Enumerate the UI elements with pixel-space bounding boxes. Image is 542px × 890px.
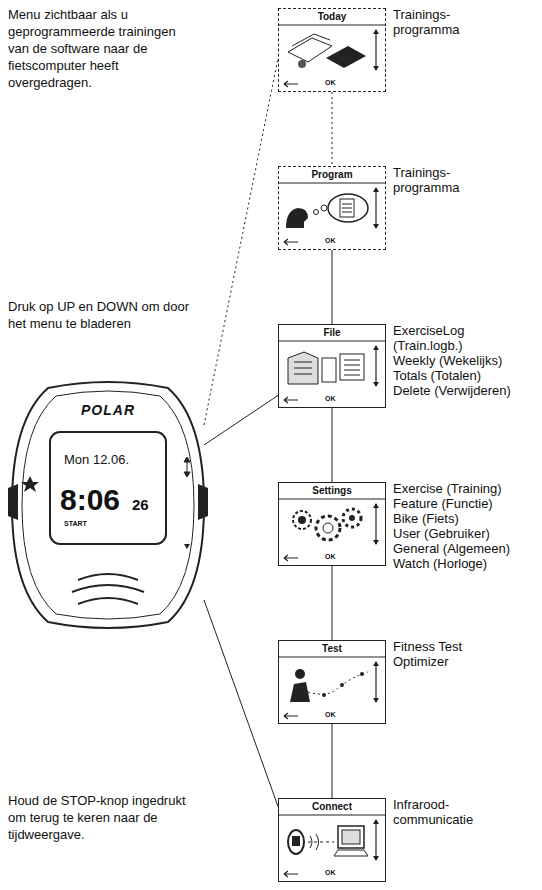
test-icon [278, 657, 386, 719]
button-label: OK [325, 553, 336, 561]
seconds-display: 26 [132, 496, 149, 513]
submenu-list: Trainings- programma [393, 165, 539, 195]
submenu-item: Delete (Verwijderen) [393, 383, 537, 398]
submenu-item: User (Gebruiker) [393, 526, 537, 541]
menu-title: File [279, 326, 385, 340]
menu-connector [332, 250, 333, 324]
button-label: OK [325, 79, 336, 87]
connect-icon [278, 815, 386, 877]
submenu-item: Trainings- programma [393, 7, 477, 37]
date-display: Mon 12.06. [64, 452, 129, 467]
today-icon [278, 25, 386, 87]
menu-title: Program [279, 168, 385, 182]
dotted-connector [332, 92, 333, 166]
menu-screen-box: TodayTrainings- programmaOK [278, 8, 386, 92]
submenu-item: Weekly (Wekelijks) [393, 353, 537, 368]
annotation-note: Druk op UP en DOWN om door het menu te b… [8, 298, 204, 332]
submenu-item: Infrarood- communicatie [393, 797, 477, 827]
submenu-item: Fitness Test [393, 639, 537, 654]
menu-screen-box: FileExerciseLog (Train.logb.)Weekly (Wek… [278, 324, 386, 408]
program-icon [278, 183, 386, 245]
file-icon [278, 341, 386, 403]
menu-connector [204, 600, 278, 806]
mode-indicator: START [64, 520, 87, 527]
button-label: OK [325, 711, 336, 719]
annotation-note: Houd de STOP-knop ingedrukt om terug te … [8, 792, 198, 843]
menu-connector [332, 724, 333, 798]
menu-connector [204, 395, 278, 445]
menu-screen-box: ConnectInfrarood- communicatieOK [278, 798, 386, 882]
submenu-list: ExerciseLog (Train.logb.)Weekly (Wekelij… [393, 323, 539, 398]
submenu-list: Trainings- programma [393, 7, 539, 37]
submenu-list: Infrarood- communicatie [393, 797, 539, 827]
submenu-item: Optimizer [393, 654, 537, 669]
submenu-item: Watch (Horloge) [393, 556, 537, 571]
submenu-item: Feature (Functie) [393, 496, 537, 511]
submenu-list: Exercise (Training)Feature (Functie)Bike… [393, 481, 539, 571]
menu-title: Today [279, 10, 385, 24]
cycle-computer: POLAR Mon 12.06. 8:06 26START [8, 380, 208, 630]
menu-title: Test [279, 642, 385, 656]
submenu-item: Trainings- programma [393, 165, 477, 195]
time-display: 8:06 [60, 484, 120, 516]
button-label: OK [325, 237, 336, 245]
menu-screen-box: SettingsExercise (Training)Feature (Func… [278, 482, 386, 566]
submenu-item: ExerciseLog (Train.logb.) [393, 323, 477, 353]
menu-connector [332, 408, 333, 482]
submenu-item: Exercise (Training) [393, 481, 537, 496]
menu-title: Settings [279, 484, 385, 498]
button-label: OK [325, 395, 336, 403]
annotation-note: Menu zichtbaar als u geprogrammeerde tra… [8, 6, 196, 91]
button-label: OK [325, 869, 336, 877]
menu-connector [332, 566, 333, 640]
brand-logo: POLAR [8, 402, 208, 418]
menu-screen-box: ProgramTrainings- programmaOK [278, 166, 386, 250]
submenu-item: Bike (Fiets) [393, 511, 537, 526]
submenu-item: General (Algemeen) [393, 541, 537, 556]
submenu-item: Totals (Totalen) [393, 368, 537, 383]
submenu-list: Fitness TestOptimizer [393, 639, 539, 669]
dotted-connector [204, 58, 278, 425]
menu-title: Connect [279, 800, 385, 814]
menu-screen-box: TestFitness TestOptimizerOK [278, 640, 386, 724]
settings-icon [278, 499, 386, 561]
